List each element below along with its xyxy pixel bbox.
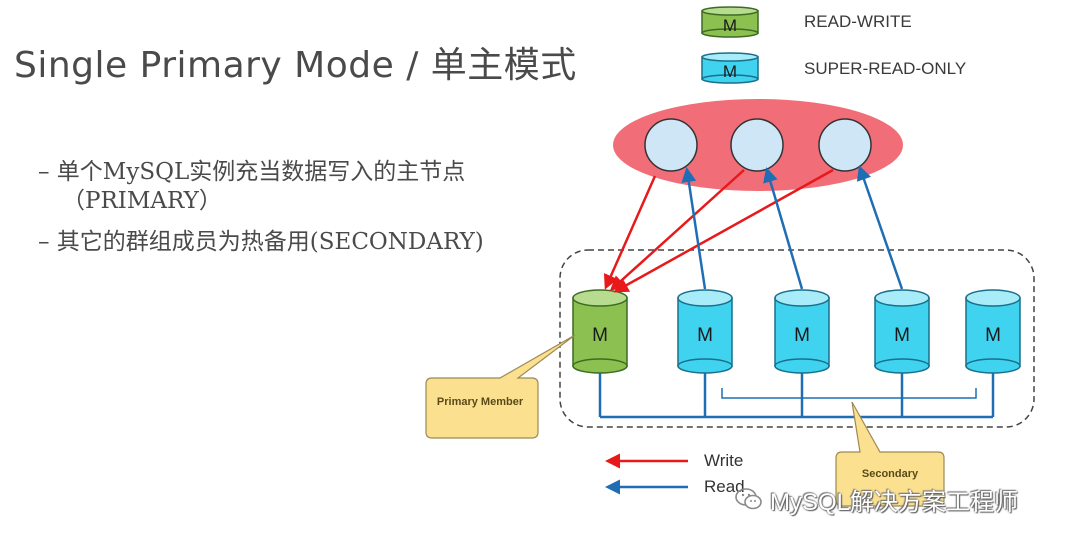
- watermark: MySQL解决方案工程师: [770, 489, 1019, 516]
- secondary-callout: [835, 401, 945, 507]
- write-arrow-1: [603, 175, 657, 290]
- write-arrow-2: [609, 169, 745, 292]
- client-node-1: [644, 118, 698, 172]
- wechat-icon: [735, 488, 762, 510]
- secondary-node-3: [874, 289, 930, 374]
- secondary-member-label: Secondary: [861, 468, 919, 480]
- network-bus: [598, 366, 995, 419]
- page-title: Single Primary Mode / 单主模式: [14, 45, 577, 86]
- secondary-node-1: [677, 289, 733, 374]
- legend-rw-icon-label: M: [723, 16, 737, 35]
- legend-sro-icon-label: M: [723, 62, 737, 81]
- legend-super-read-only-icon: [701, 52, 759, 84]
- secondary-bracket: [721, 388, 977, 399]
- bullet-primary-continued: （PRIMARY）: [62, 188, 222, 214]
- primary-callout: [425, 334, 576, 439]
- client-node-3: [818, 118, 872, 172]
- primary-member-label: Primary Member: [436, 396, 524, 408]
- secondary-node-2-label: M: [794, 325, 810, 346]
- primary-node-label: M: [592, 325, 608, 346]
- read-arrow-3: [856, 165, 904, 290]
- secondary-node-3-label: M: [894, 325, 910, 346]
- legend-read-write-icon: [701, 6, 759, 38]
- secondary-node-4-label: M: [985, 325, 1001, 346]
- secondary-node-4: [965, 289, 1021, 374]
- primary-node: [572, 289, 628, 374]
- write-legend-label: Write: [704, 451, 744, 470]
- client-node-2: [730, 118, 784, 172]
- read-legend-label: Read: [704, 477, 745, 496]
- group-boundary: [559, 249, 1035, 428]
- read-arrow-2: [763, 167, 804, 290]
- legend-super-read-only-label: SUPER-READ-ONLY: [804, 59, 967, 78]
- legend-read-write-label: READ-WRITE: [804, 12, 912, 31]
- bullet-primary: – 单个MySQL实例充当数据写入的主节点: [38, 159, 466, 185]
- secondary-node-2: [774, 289, 830, 374]
- secondary-node-1-label: M: [697, 325, 713, 346]
- bullet-secondary: – 其它的群组成员为热备用(SECONDARY): [38, 229, 484, 255]
- write-arrow-3: [613, 168, 834, 293]
- read-arrow-1: [681, 167, 707, 290]
